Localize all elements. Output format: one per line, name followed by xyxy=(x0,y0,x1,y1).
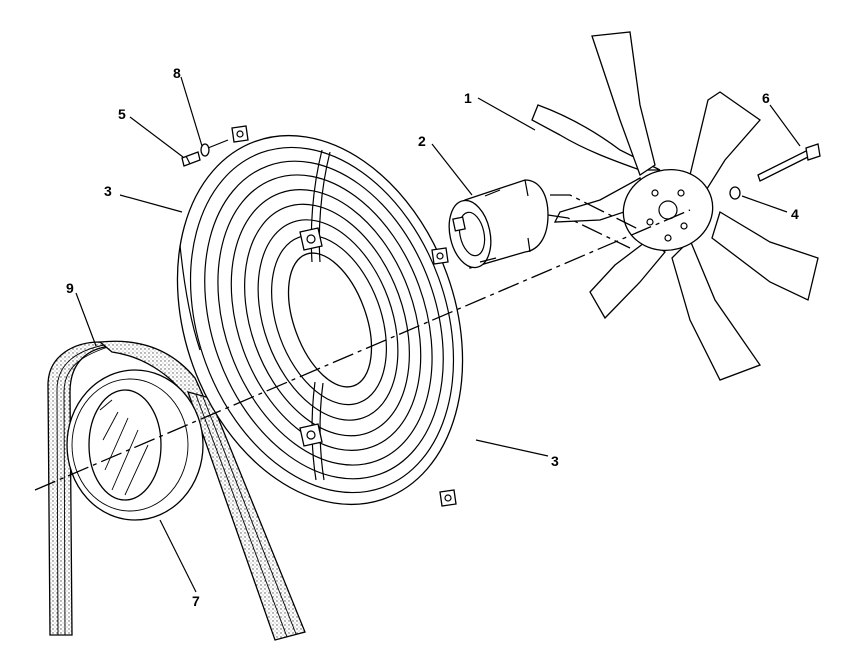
callout-3-bottom: 3 xyxy=(551,453,559,469)
hole-alignment-line xyxy=(547,194,641,249)
bolt-and-washer xyxy=(729,143,821,200)
callout-1: 1 xyxy=(464,90,472,106)
callout-4: 4 xyxy=(791,206,799,222)
callout-8: 8 xyxy=(173,65,181,81)
callout-2: 2 xyxy=(418,133,426,149)
fan-guard xyxy=(176,125,464,507)
callout-3-top: 3 xyxy=(104,183,112,199)
spacer xyxy=(448,179,549,269)
callout-6: 6 xyxy=(762,90,770,106)
screw-and-washer xyxy=(181,139,229,167)
callout-9: 9 xyxy=(66,280,74,296)
leader-lines xyxy=(75,76,801,593)
callout-5: 5 xyxy=(118,106,126,122)
fan-blade xyxy=(531,31,819,381)
pulley xyxy=(66,369,204,521)
callout-7: 7 xyxy=(192,593,200,609)
center-axis xyxy=(34,209,691,491)
